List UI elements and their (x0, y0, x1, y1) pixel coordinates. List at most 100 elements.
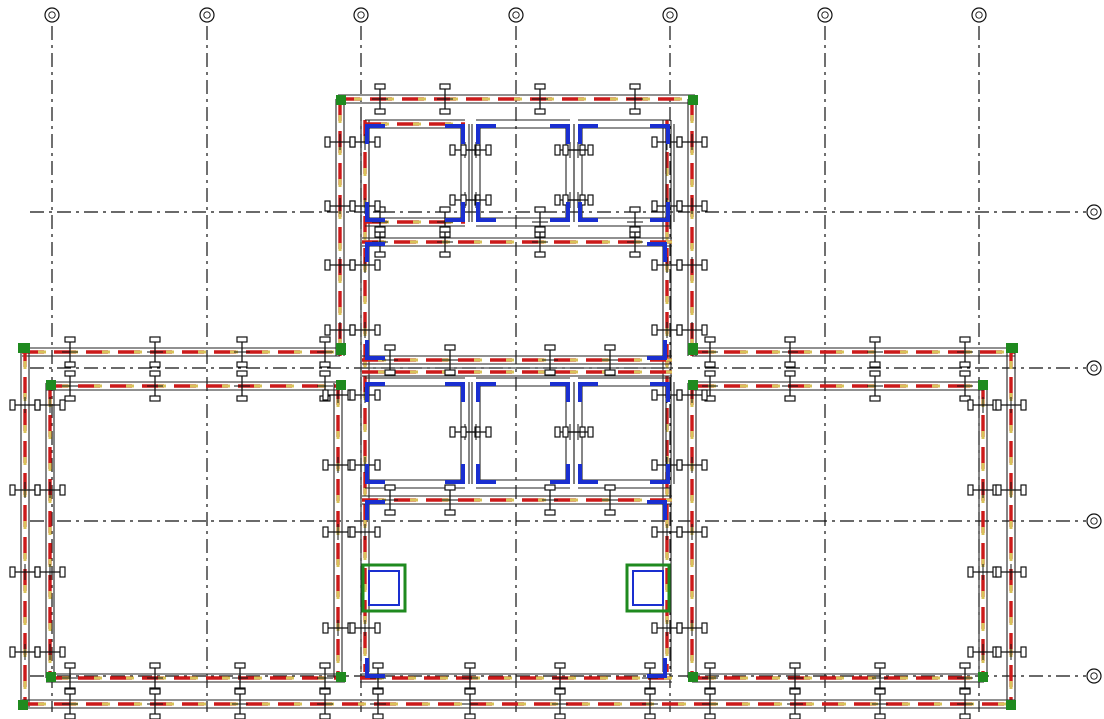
tie-plate (149, 713, 161, 719)
tie-plate (464, 688, 476, 695)
tie-plate (64, 395, 76, 402)
tie-plate (64, 336, 76, 343)
green-corner (18, 700, 28, 710)
grid-bubble (971, 7, 987, 23)
blue-corner (650, 202, 670, 222)
tie-plate (869, 370, 881, 377)
grid-bubble-mark (1090, 364, 1098, 372)
tie-plate (554, 662, 566, 669)
green-corner (688, 95, 698, 105)
grid-bubble-mark (1090, 208, 1098, 216)
tie-plate (372, 662, 384, 669)
blue-corner (476, 124, 496, 144)
tie-plate (372, 713, 384, 719)
tie-plate (460, 144, 467, 156)
tie-plate (319, 662, 331, 669)
tie-plate (701, 622, 708, 634)
tie-plate (967, 484, 974, 496)
tie-plate (59, 399, 66, 411)
tie-plate (651, 526, 658, 538)
tie-plate (629, 108, 641, 115)
tie-plate (384, 344, 396, 351)
tie-plate (784, 370, 796, 377)
tie-plate (236, 395, 248, 402)
tie-plate (869, 361, 881, 368)
grid-bubble (508, 7, 524, 23)
tie-plate (604, 344, 616, 351)
tie-plate (587, 194, 594, 206)
grid-bubble-mark (975, 11, 983, 19)
blue-corner (365, 500, 385, 520)
tie-plate (64, 688, 76, 695)
tie-plate (460, 426, 467, 438)
tie-plate (234, 662, 246, 669)
tie-plate (554, 426, 561, 438)
tie-plate (967, 646, 974, 658)
tie-plate (149, 361, 161, 368)
tie-plate (676, 324, 683, 336)
tie-plate (236, 370, 248, 377)
tie-plate (676, 200, 683, 212)
tie-plate (444, 484, 456, 491)
tie-plate (967, 566, 974, 578)
tie-plate (349, 622, 356, 634)
tie-plate (701, 389, 708, 401)
tie-plate (64, 361, 76, 368)
blue-corner (647, 242, 667, 262)
green-corner (688, 380, 698, 390)
tie-plate (449, 426, 456, 438)
column-box (361, 563, 407, 613)
column-box (625, 563, 671, 613)
tie-plate (485, 426, 492, 438)
blue-corner (578, 202, 598, 222)
tie-plate (701, 526, 708, 538)
grid-bubble (662, 7, 678, 23)
tie-plate (704, 370, 716, 377)
tie-plate (874, 662, 886, 669)
tie-plate (869, 336, 881, 343)
tie-plate (534, 251, 546, 258)
tie-plate (9, 566, 16, 578)
blue-corner (445, 124, 465, 144)
tie-plate (587, 426, 594, 438)
tie-plate (149, 688, 161, 695)
tie-plate (644, 662, 656, 669)
tie-plate (319, 336, 331, 343)
blue-corner (365, 464, 385, 484)
grid-bubble-mark (821, 11, 829, 19)
tie-plate (629, 251, 641, 258)
tie-plate (439, 251, 451, 258)
tie-plate (149, 370, 161, 377)
tie-plate (439, 206, 451, 213)
tie-plate (9, 646, 16, 658)
tie-plate (322, 389, 329, 401)
tie-plate (374, 251, 386, 258)
tie-plate (439, 108, 451, 115)
tie-plate (319, 370, 331, 377)
blue-corner (476, 382, 496, 402)
blue-corner (578, 382, 598, 402)
tie-plate (651, 200, 658, 212)
tie-plate (59, 484, 66, 496)
tie-plate (544, 344, 556, 351)
tie-plate (651, 259, 658, 271)
grid-bubble (353, 7, 369, 23)
tie-plate (1020, 566, 1027, 578)
blue-corner (647, 658, 667, 678)
blue-corner (650, 382, 670, 402)
tie-plate (534, 108, 546, 115)
tie-plate (789, 713, 801, 719)
blue-corner (650, 464, 670, 484)
tie-plate (544, 369, 556, 376)
blue-corner (647, 500, 667, 520)
tie-plate (651, 622, 658, 634)
tie-plate (324, 259, 331, 271)
tie-plate (319, 361, 331, 368)
corner-pieces (18, 95, 1018, 710)
tie-plate (34, 566, 41, 578)
tie-plate (534, 226, 546, 233)
tie-plate (676, 389, 683, 401)
tie-plate (384, 509, 396, 516)
blue-corner (647, 340, 667, 360)
